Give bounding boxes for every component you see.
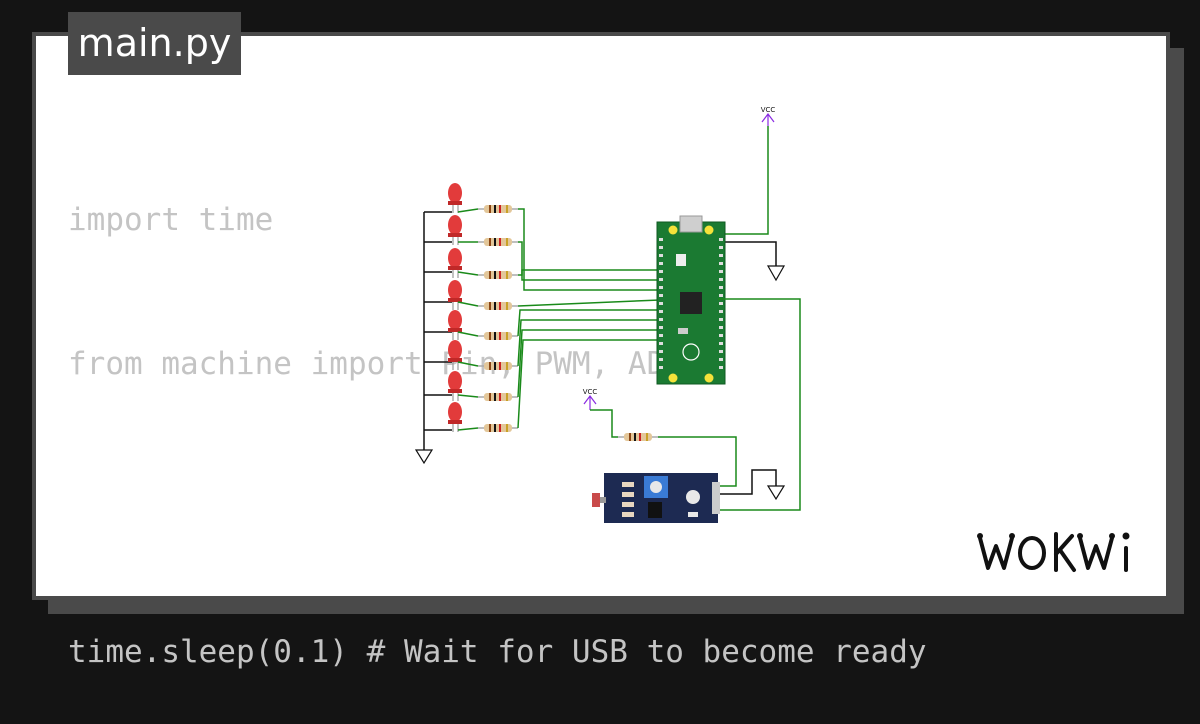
led bbox=[448, 402, 462, 432]
circuit-diagram: VCC VCC bbox=[414, 106, 801, 523]
resistor bbox=[478, 238, 518, 246]
resistor bbox=[478, 424, 518, 432]
led bbox=[448, 248, 462, 278]
sensor-ground-wire bbox=[718, 469, 777, 495]
vcc-wire bbox=[590, 409, 618, 438]
pico-ground-wire bbox=[718, 241, 777, 266]
resistor-array bbox=[478, 205, 518, 432]
code-line: time.sleep(0.1) # Wait for USB to become… bbox=[68, 634, 927, 670]
led-array bbox=[448, 183, 462, 432]
pico-board bbox=[656, 215, 726, 385]
resistor bbox=[478, 205, 518, 213]
file-tab[interactable]: main.py bbox=[68, 12, 241, 75]
vcc-wire bbox=[718, 126, 769, 235]
led bbox=[448, 340, 462, 370]
ldr-sensor-module bbox=[592, 473, 720, 523]
resistor bbox=[618, 433, 658, 441]
sensor-signal-wire bbox=[718, 298, 801, 511]
led-ground-bus bbox=[423, 211, 452, 450]
led bbox=[448, 183, 462, 213]
ground-symbol bbox=[766, 265, 786, 282]
led bbox=[448, 371, 462, 401]
led bbox=[448, 310, 462, 340]
code-line: import time bbox=[68, 202, 274, 238]
preview-card bbox=[32, 32, 1170, 600]
wokwi-logo bbox=[977, 532, 1130, 572]
ground-symbol bbox=[766, 485, 786, 501]
resistor bbox=[478, 302, 518, 310]
code-line: from machine import Pin, PWM, ADC bbox=[68, 346, 684, 382]
vcc-label: VCC bbox=[761, 106, 776, 114]
led bbox=[448, 280, 462, 310]
vcc-top: VCC bbox=[761, 106, 776, 126]
resistor bbox=[478, 332, 518, 340]
ground-symbol bbox=[414, 449, 434, 465]
resistor bbox=[478, 271, 518, 279]
led bbox=[448, 215, 462, 245]
signal-wires bbox=[457, 208, 661, 431]
sensor-vcc-wire bbox=[658, 436, 737, 487]
resistor bbox=[478, 362, 518, 370]
resistor bbox=[478, 393, 518, 401]
vcc-bottom: VCC bbox=[583, 388, 598, 410]
vcc-label: VCC bbox=[583, 388, 598, 396]
